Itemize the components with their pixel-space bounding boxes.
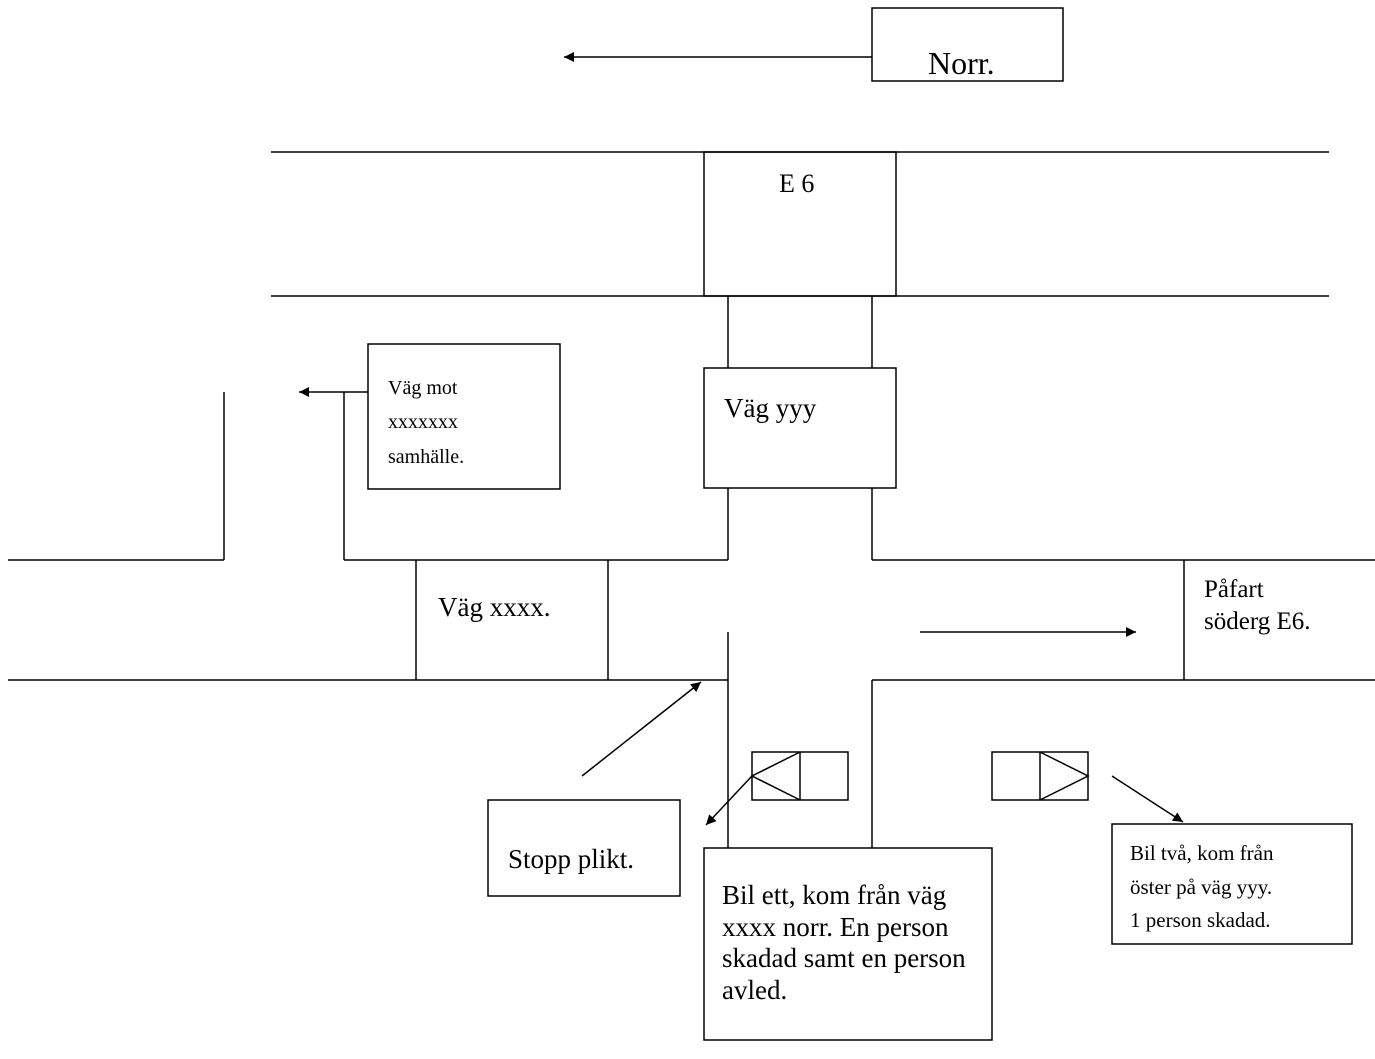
stop-sign-label-box — [487, 799, 681, 897]
e6-label: E 6 — [779, 169, 815, 198]
e6-label-box — [703, 151, 897, 297]
road-xxxx-label: Väg xxxx. — [438, 592, 551, 622]
car-two-pointer-arrow — [1111, 775, 1184, 823]
north-label-box — [871, 7, 1064, 82]
car-one-pointer-arrow — [705, 775, 753, 826]
car-two-note-line: 1 person skadad. — [1130, 908, 1271, 932]
onramp-label-line: söderg E6. — [1204, 608, 1311, 635]
road-to-town-label-box — [367, 343, 561, 490]
stop-sign-arrow — [581, 681, 702, 777]
car-one — [750, 751, 849, 801]
road-to-town-label-line: xxxxxxx — [388, 411, 458, 433]
car-two-note-line: öster på väg yyy. — [1130, 875, 1273, 899]
car-one-note: Bil ett, kom från väg xxxx norr. En pers… — [722, 880, 966, 1005]
stop-sign-label: Stopp plikt. — [508, 844, 635, 874]
car-two — [991, 751, 1090, 801]
road-yyy-label: Väg yyy — [724, 393, 817, 423]
road-to-town-label-line: samhälle. — [388, 446, 465, 468]
car-two-note-box — [1111, 823, 1353, 945]
car-two-note-line: Bil två, kom från — [1130, 841, 1274, 865]
road-yyy-label-box — [703, 367, 897, 489]
onramp-label-line: Påfart — [1204, 576, 1264, 603]
road-to-town-label-line: Väg mot — [388, 377, 458, 399]
north-label: Norr. — [928, 45, 995, 81]
car-one-note-box — [703, 847, 993, 1041]
